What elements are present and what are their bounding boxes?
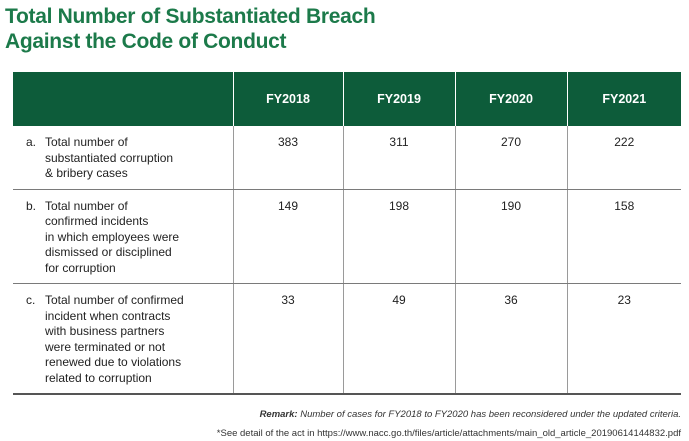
table-row: a. Total number of substantiated corrupt…	[13, 126, 681, 190]
header-fy2018: FY2018	[232, 72, 343, 126]
cell-value: 311	[342, 126, 455, 190]
row-label-line: confirmed incidents	[45, 214, 149, 228]
cell-value: 383	[232, 126, 343, 190]
header-fy2019: FY2019	[342, 72, 455, 126]
row-label-line: incident when contracts	[45, 308, 171, 323]
cell-value: 270	[454, 126, 567, 190]
row-label-line: with business partners	[45, 324, 165, 338]
cell-value: 49	[342, 283, 455, 395]
remark-label: Remark:	[259, 409, 298, 420]
remark-note: Remark: Number of cases for FY2018 to FY…	[260, 409, 681, 420]
row-label-b: b. Total number of confirmed incidents i…	[13, 189, 233, 284]
cell-value: 222	[566, 126, 681, 190]
remark-text: Number of cases for FY2018 to FY2020 has…	[297, 409, 681, 420]
row-label-line: Total number of	[45, 198, 128, 213]
cell-value: 198	[342, 189, 455, 284]
table-header-row: FY2018 FY2019 FY2020 FY2021	[13, 72, 681, 126]
row-letter: b.	[26, 198, 37, 213]
header-fy2020: FY2020	[454, 72, 567, 126]
row-label-line: Total number of	[45, 135, 128, 149]
cell-value: 158	[566, 189, 681, 284]
cell-value: 190	[454, 189, 567, 284]
row-label-line: were terminated or not	[45, 339, 166, 354]
cell-value: 36	[454, 283, 567, 395]
row-label-line: Total number of confirmed	[45, 293, 184, 307]
row-label-line: in which employees were	[45, 229, 180, 244]
header-fy2021: FY2021	[566, 72, 681, 126]
row-label-line: substantiated corruption	[45, 150, 174, 165]
footnote: *See detail of the act in https://www.na…	[216, 428, 681, 439]
cell-value: 23	[566, 283, 681, 395]
row-label-c: c. Total number of confirmed incident wh…	[13, 283, 233, 395]
table-row: c. Total number of confirmed incident wh…	[13, 283, 681, 395]
row-label-line: related to corruption	[45, 370, 152, 385]
row-label-line: dismissed or disciplined	[45, 245, 172, 259]
row-letter: c.	[26, 293, 36, 307]
cell-value: 149	[232, 189, 343, 284]
row-label-line: renewed due to violations	[45, 355, 182, 369]
table-row: b. Total number of confirmed incidents i…	[13, 189, 681, 284]
row-label-a: a. Total number of substantiated corrupt…	[13, 126, 233, 190]
row-label-line: for corruption	[45, 260, 116, 275]
cell-value: 33	[232, 283, 343, 395]
breach-table: FY2018 FY2019 FY2020 FY2021 a. Total num…	[13, 72, 681, 395]
row-letter: a.	[26, 135, 37, 149]
title-line-1: Total Number of Substantiated Breach	[5, 5, 376, 28]
row-label-line: & bribery cases	[45, 166, 128, 180]
title-line-2: Against the Code of Conduct	[5, 30, 287, 53]
header-blank-cell	[13, 72, 233, 126]
page-title: Total Number of Substantiated Breach Aga…	[5, 4, 565, 54]
